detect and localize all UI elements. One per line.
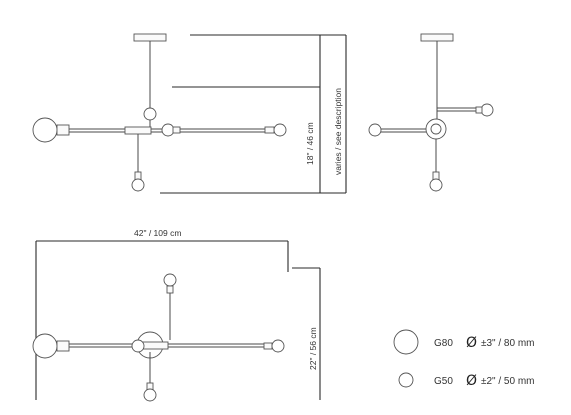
side-view	[368, 33, 494, 192]
top-bulb-right	[271, 339, 285, 353]
side-bulb-left	[368, 123, 382, 137]
legend-g50-symbol: Ø	[466, 373, 477, 389]
side-canopy	[420, 33, 454, 42]
width-label: 42" / 109 cm	[134, 228, 181, 238]
legend-g80-symbol: Ø	[466, 335, 477, 351]
top-bulb-down	[143, 388, 157, 402]
bulb-legend: G80 Ø ±3" / 80 mm G50 Ø ±2" / 50 mm	[393, 329, 535, 389]
depth-label: 22" / 56 cm	[308, 327, 318, 370]
top-bulb-up	[163, 273, 177, 287]
top-bulb-mid	[131, 339, 145, 353]
front-canopy	[133, 33, 167, 42]
legend-g50-icon	[398, 372, 414, 388]
front-hub	[124, 126, 152, 135]
height-label: 18" / 46 cm	[305, 122, 315, 165]
front-bulb-g50-mid	[161, 123, 175, 137]
front-view	[32, 33, 287, 192]
legend-g50-size: ±2" / 50 mm	[481, 376, 535, 387]
side-bulb-right	[480, 103, 494, 117]
front-bulb-g50-right	[273, 123, 287, 137]
legend-g80-icon	[393, 329, 419, 355]
legend-g50-code: G50	[434, 376, 453, 387]
side-hub-inner	[430, 123, 442, 135]
front-bulb-g80	[32, 117, 58, 143]
top-view: 42" / 109 cm 22" / 56 cm	[32, 228, 321, 402]
front-joint	[143, 107, 157, 121]
legend-g80-code: G80	[434, 338, 453, 349]
drop-label: varies / see description	[333, 88, 343, 175]
height-dimension: 18" / 46 cm varies / see description	[160, 34, 347, 194]
side-bulb-bottom	[429, 178, 443, 192]
front-bulb-g50-bottom	[131, 178, 145, 192]
top-bulb-g80	[32, 333, 58, 359]
legend-g80-size: ±3" / 80 mm	[481, 338, 535, 349]
